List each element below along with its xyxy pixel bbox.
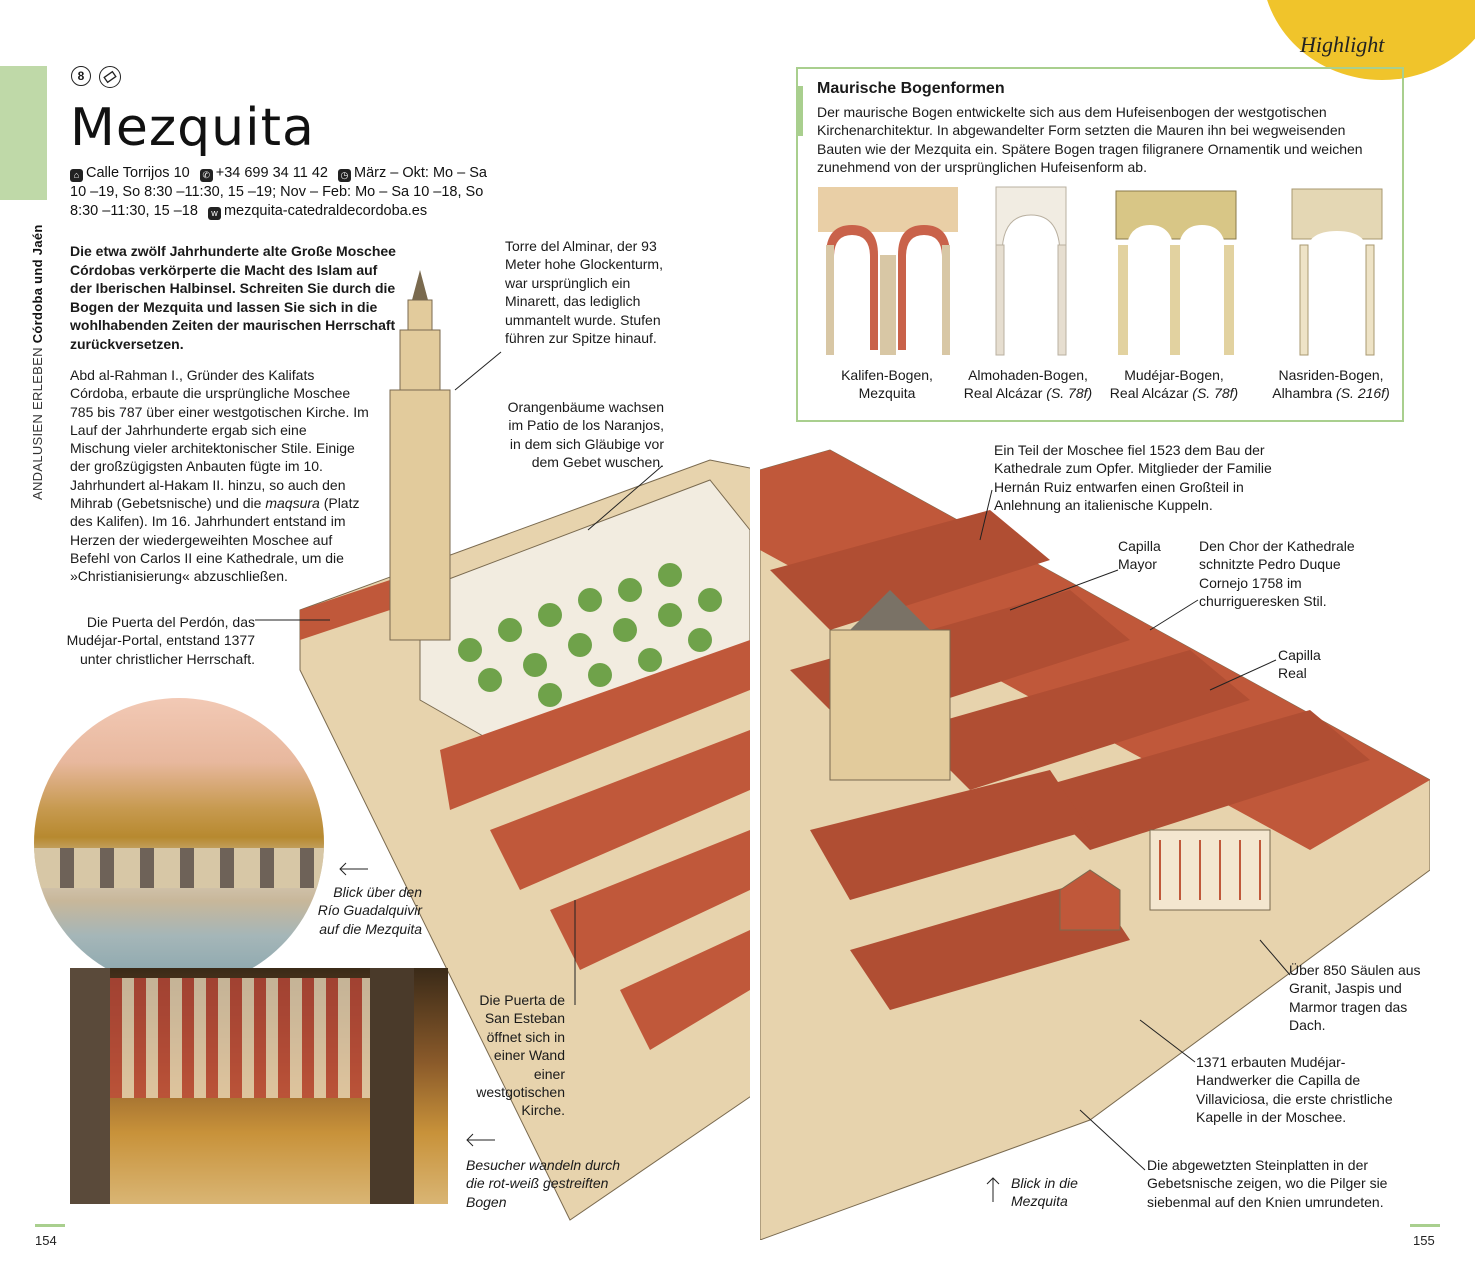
caption-besucher: Besucher wandeln durch die rot-weiß gest…: [466, 1157, 621, 1210]
arch-caption-almohaden: Almohaden-Bogen, Real Alcázar (S. 78f): [953, 366, 1103, 403]
caption-torre: Torre del Alminar, der 93 Meter hohe Glo…: [505, 238, 663, 347]
section-label: ANDALUSIEN ERLEBEN Córdoba und Jaén: [30, 224, 45, 500]
ticket-icon: [99, 66, 121, 88]
interior-photo: [70, 968, 448, 1204]
number-badge: 8: [71, 66, 91, 86]
hours: März – Okt: Mo – Sa 10 –19, So 8:30 –11:…: [70, 165, 487, 219]
page-title: Mezquita: [70, 98, 315, 158]
page-bar-left: [35, 1224, 65, 1227]
arch-name: Almohaden-Bogen,: [968, 367, 1088, 383]
caption-steinplatten: Die abgewetzten Steinplatten in der Gebe…: [1147, 1157, 1388, 1210]
clock-icon: ◷: [337, 169, 351, 182]
box-accent-bar: [796, 86, 803, 136]
box-title: Maurische Bogenformen: [817, 80, 1005, 97]
address: Calle Torrijos 10: [86, 165, 190, 181]
arch-ref: (S. 78f): [1046, 385, 1093, 402]
caption-perdon: Die Puerta del Perdón, das Mudéjar-Porta…: [66, 614, 255, 667]
caption-saeulen: Über 850 Säulen aus Granit, Jaspis und M…: [1289, 962, 1421, 1034]
body-part-2: (Platz des Kalifen). Im 16. Jahrhundert …: [70, 495, 360, 585]
box-text: Der maurische Bogen entwickelte sich aus…: [817, 104, 1363, 176]
caption-esteban: Die Puerta de San Esteban öffnet sich in…: [476, 992, 565, 1119]
home-icon: ⌂: [70, 169, 83, 182]
region-name: Córdoba und Jaén: [30, 224, 45, 344]
caption-chor: Den Chor der Kathedrale schnitzte Pedro …: [1199, 538, 1355, 610]
body-text: Abd al-Rahman I., Gründer des Kalifats C…: [70, 366, 370, 586]
kalifen-arch-image: [818, 187, 958, 355]
caption-blick-mezquita: Blick in die Mezquita: [1011, 1175, 1078, 1210]
web-icon: w: [207, 207, 221, 220]
guadalquivir-photo: [34, 698, 324, 988]
arch-place: Mezquita: [858, 385, 916, 402]
caption-orangen: Orangenbäume wachsen im Patio de los Nar…: [507, 399, 664, 471]
side-tab: [0, 66, 47, 200]
nasriden-arch-image: [1291, 188, 1383, 356]
intro-text: Die etwa zwölf Jahrhunderte alte Große M…: [70, 243, 396, 352]
caption-villaviciosa: 1371 erbauten Mudéjar-Handwerker die Cap…: [1196, 1054, 1393, 1126]
arch-caption-nasriden: Nasriden-Bogen, Alhambra (S. 216f): [1256, 366, 1406, 403]
caption-teil: Ein Teil der Moschee fiel 1523 dem Bau d…: [994, 442, 1272, 514]
arch-name: Kalifen-Bogen,: [841, 367, 933, 383]
arch-place: Real Alcázar: [963, 385, 1043, 402]
phone-icon: ✆: [199, 169, 213, 182]
caption-blick-guadalquivir: Blick über den Río Guadalquivir auf die …: [317, 884, 422, 937]
body-part-1: Abd al-Rahman I., Gründer des Kalifats C…: [70, 367, 369, 512]
info-block: ⌂Calle Torrijos 10 ✆+34 699 34 11 42 ◷Mä…: [70, 164, 490, 221]
website-link[interactable]: mezquita-catedraldecordoba.es: [223, 203, 428, 219]
caption-capilla-real: Capilla Real: [1278, 647, 1321, 682]
caption-capilla-mayor: Capilla Mayor: [1118, 538, 1161, 573]
arch-name: Mudéjar-Bogen,: [1124, 367, 1224, 383]
phone: +34 699 34 11 42: [215, 165, 328, 181]
arch-ref: (S. 78f): [1192, 385, 1239, 402]
arch-name: Nasriden-Bogen,: [1278, 367, 1384, 383]
highlight-label: Highlight: [1300, 32, 1385, 57]
section-name: ANDALUSIEN ERLEBEN: [30, 347, 45, 500]
arch-caption-mudejar: Mudéjar-Bogen, Real Alcázar (S. 78f): [1099, 366, 1249, 403]
mudejar-arch-image: [1115, 190, 1237, 355]
mezquita-illustration: [299, 270, 1430, 1240]
arch-place: Real Alcázar: [1109, 385, 1189, 402]
page-number-left: 154: [35, 1233, 57, 1248]
arch-place: Alhambra: [1272, 385, 1333, 402]
arch-caption-kalifen: Kalifen-Bogen, Mezquita: [812, 366, 962, 403]
info-box: [796, 67, 1404, 422]
page-bar-right: [1410, 1224, 1440, 1227]
page-number-right: 155: [1413, 1233, 1435, 1248]
almohaden-arch-image: [995, 186, 1067, 356]
arch-illustrations: [818, 186, 1383, 356]
arch-ref: (S. 216f): [1336, 385, 1390, 402]
body-italic: maqsura: [265, 495, 320, 512]
